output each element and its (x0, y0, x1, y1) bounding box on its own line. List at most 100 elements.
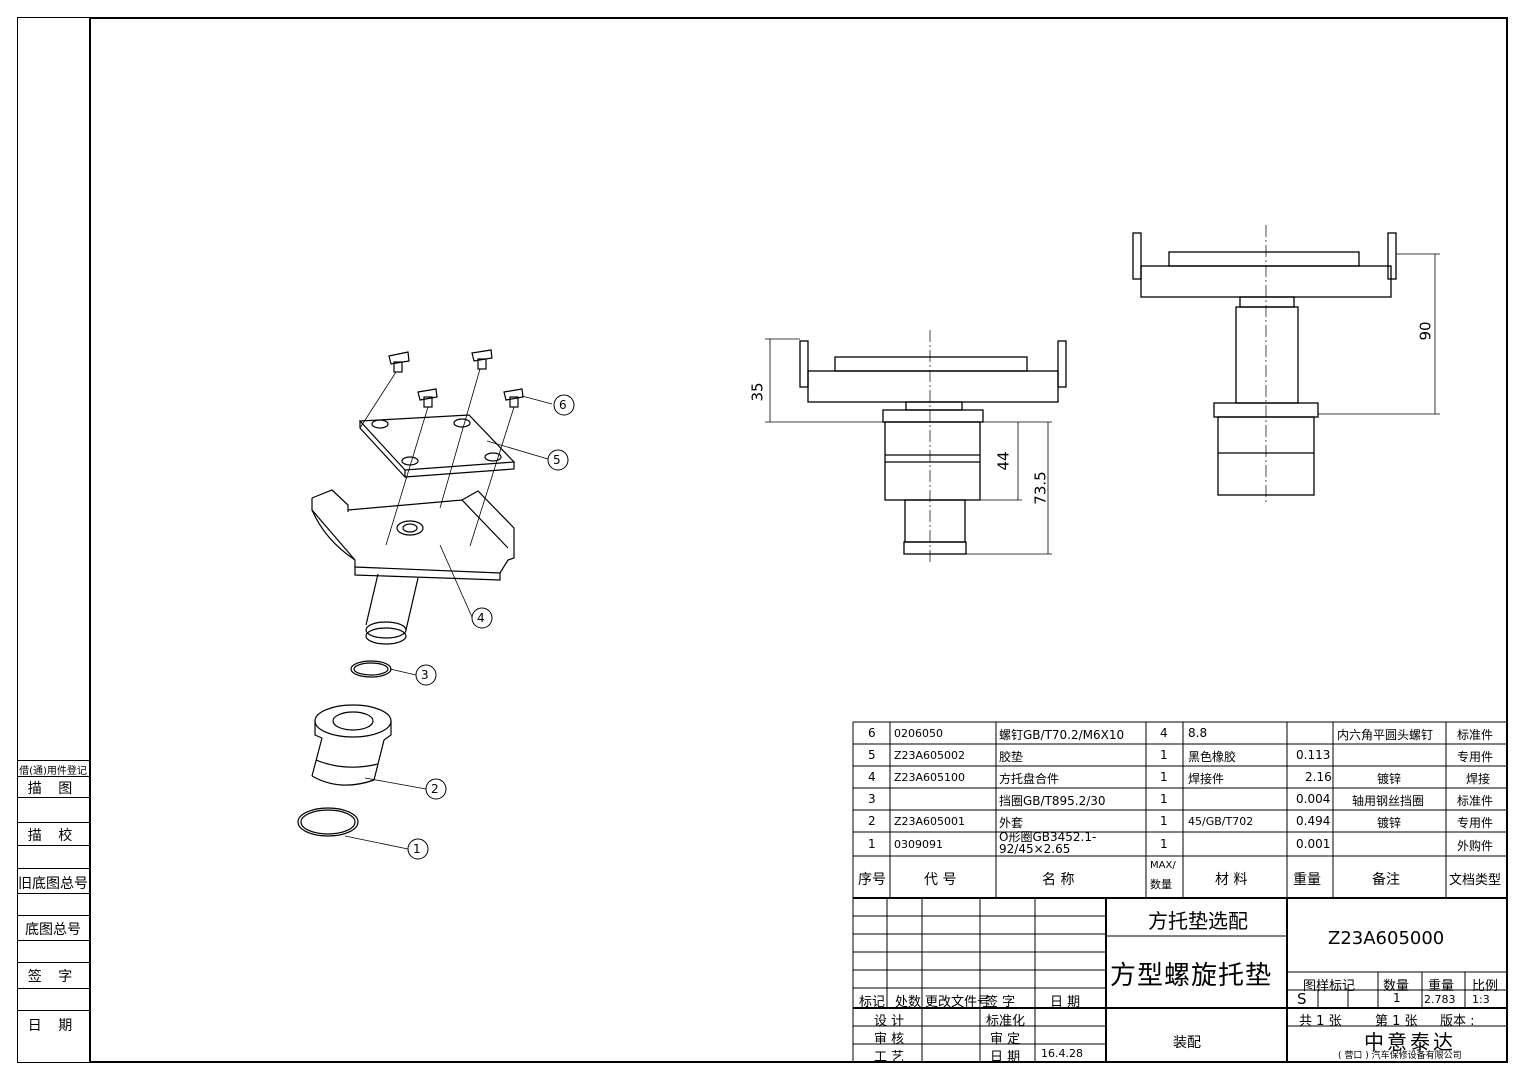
side-dimensions (1318, 253, 1440, 415)
bom-cell-material: 黑色橡胶 (1188, 750, 1237, 764)
drawing-subtitle: 方托垫选配 (1148, 909, 1248, 933)
bom-cell-note: 镀锌 (1377, 772, 1402, 786)
bom-cell-name: 胶垫 (999, 750, 1024, 764)
bom-cell-weight: 0.001 (1296, 837, 1331, 851)
side-old-base-label: 旧底图总号 (18, 876, 88, 892)
rev-sign-label: 签 字 (985, 995, 1016, 1010)
callout-1: 1 (413, 842, 421, 856)
bom-header-name: 名 称 (1042, 872, 1075, 888)
drawing-title: 方型螺旋托垫 (1110, 961, 1273, 991)
bom-header-qty-bottom: 数量 (1150, 878, 1172, 891)
drawing-type: 装配 (1173, 1035, 1201, 1051)
bom-header-doc-type: 文档类型 (1449, 873, 1502, 888)
sign-date-label: 日 期 (990, 1050, 1021, 1065)
bom-cell-code: 0206050 (894, 727, 943, 740)
bom-cell-no: 2 (868, 814, 876, 828)
pattern-mark-header: 图样标记 (1303, 979, 1356, 994)
bom-cell-no: 6 (868, 726, 876, 740)
bom-cell-doc-type: 外购件 (1457, 839, 1494, 853)
callout-6: 6 (559, 398, 567, 412)
bom-cell-weight: 0.004 (1296, 792, 1331, 806)
bom-header-no: 序号 (858, 872, 886, 888)
drawing-frame-inner (89, 17, 1508, 1063)
bom-cell-name: 挡圈GB/T895.2/30 (999, 794, 1106, 808)
bom-cell-doc-type: 专用件 (1457, 750, 1494, 764)
bom-cell-qty: 1 (1160, 814, 1168, 828)
bom-cell-weight: 0.113 (1296, 748, 1331, 762)
bom-cell-doc-type: 标准件 (1457, 794, 1494, 808)
bom-cell-no: 3 (868, 792, 876, 806)
bom-cell-weight: 2.16 (1305, 770, 1332, 784)
bom-cell-doc-type: 专用件 (1457, 816, 1494, 830)
tray-assembly-part (311, 489, 515, 645)
sheets-total: 共 1 张 (1299, 1014, 1342, 1029)
weight-header: 重量 (1428, 979, 1455, 994)
bom-cell-qty: 1 (1160, 770, 1168, 784)
review-label: 审 核 (874, 1032, 905, 1047)
company-name: 中意泰达 (1364, 1030, 1456, 1054)
side-sign-label: 签 字 (27, 969, 79, 985)
bom-cell-name: O形圈GB3452.1-92/45×2.65 (999, 830, 1097, 856)
bom-cell-code: Z23A605001 (894, 815, 966, 828)
side-view (1132, 225, 1397, 505)
process-label: 工 艺 (874, 1050, 905, 1065)
callout-2: 2 (431, 782, 439, 796)
bom-cell-no: 4 (868, 770, 876, 784)
bom-cell-doc-type: 标准件 (1457, 728, 1494, 742)
front-view (799, 330, 1067, 565)
bom-cell-no: 5 (868, 748, 876, 762)
bom-header-weight: 重量 (1293, 872, 1321, 888)
qty-header: 数量 (1383, 979, 1410, 994)
standard-label: 标准化 (986, 1014, 1026, 1029)
sleeve-part (311, 704, 392, 786)
approve-label: 审 定 (990, 1032, 1021, 1047)
bom-cell-weight: 0.494 (1296, 814, 1331, 828)
scale-value: 1:3 (1472, 993, 1490, 1006)
bom-cell-name: 方托盘合件 (999, 772, 1060, 786)
side-base-label: 底图总号 (25, 922, 81, 938)
bom-cell-name: 外套 (999, 816, 1024, 830)
sign-date-value: 16.4.28 (1041, 1047, 1083, 1060)
bom-cell-code: Z23A605100 (894, 771, 966, 784)
front-dimensions (765, 338, 1052, 555)
callout-5: 5 (553, 453, 561, 467)
bom-cell-material: 焊接件 (1188, 772, 1225, 786)
callout-4: 4 (477, 611, 485, 625)
bom-cell-note: 镀锌 (1377, 816, 1402, 830)
drawing-number: Z23A605000 (1328, 928, 1445, 949)
rev-mark-label: 标记 (859, 995, 886, 1010)
company-full-name: ( 营口 ) 汽车保修设备有限公司 (1338, 1051, 1462, 1061)
bom-cell-qty: 1 (1160, 748, 1168, 762)
rev-date-label: 日 期 (1050, 995, 1081, 1010)
side-check-label: 描 校 (27, 828, 79, 844)
callout-circles (407, 394, 575, 860)
bom-cell-note: 轴用钢丝挡圈 (1352, 794, 1425, 808)
bom-cell-code: Z23A605002 (894, 749, 966, 762)
scale-header: 比例 (1472, 979, 1499, 994)
bom-header-note: 备注 (1372, 872, 1400, 888)
bom-header-material: 材 料 (1215, 872, 1248, 888)
bom-cell-no: 1 (868, 837, 876, 851)
callout-3: 3 (421, 668, 429, 682)
sheet-number: 第 1 张 (1375, 1014, 1418, 1029)
bom-cell-code: 0309091 (894, 838, 943, 851)
bom-header-code: 代 号 (924, 872, 957, 888)
bom-cell-doc-type: 焊接 (1466, 772, 1491, 786)
bom-cell-material: 45/GB/T702 (1188, 815, 1254, 828)
o-ring-part (297, 807, 359, 837)
design-label: 设 计 (874, 1014, 905, 1029)
pattern-mark-value: S (1297, 990, 1307, 1008)
bom-cell-qty: 1 (1160, 837, 1168, 851)
exploded-view (297, 349, 524, 837)
side-register-label: 借(通)用件登记 (19, 766, 87, 777)
rev-count-label: 处数 (895, 995, 922, 1010)
bom-cell-note: 内六角平圆头螺钉 (1337, 728, 1434, 742)
qty-value: 1 (1393, 991, 1401, 1005)
side-trace-label: 描 图 (27, 781, 79, 797)
bom-cell-name: 螺钉GB/T70.2/M6X10 (999, 728, 1125, 742)
bom-cell-qty: 4 (1160, 726, 1168, 740)
weight-value: 2.783 (1424, 993, 1456, 1006)
rev-doc-label: 更改文件号 (925, 995, 991, 1010)
